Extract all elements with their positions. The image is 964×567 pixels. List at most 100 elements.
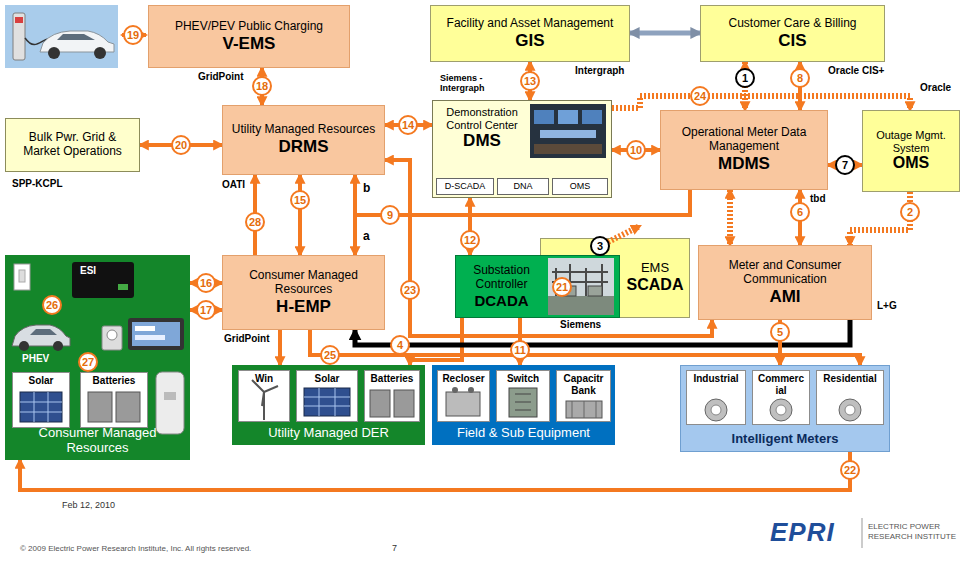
consumer-device-icons [156,372,184,434]
control-room-photo [530,104,606,158]
consumer-device-icons [88,392,112,422]
callout-number: 26 [42,295,62,315]
consumer-device-icons [135,335,165,340]
car-charging-picture [15,17,23,23]
meter-icons [711,405,721,415]
substation-photo [588,286,602,296]
callout-number: 24 [690,86,710,106]
callout-number: 1 [735,68,755,88]
device-box: Batteries [80,372,148,428]
callout-number: 14 [398,115,418,135]
node-label: Capacitr Bank [558,373,609,396]
node-label: Consumer Managed Resources [227,269,380,297]
node-label: Bulk Pwr. Grid & Market Operations [10,131,135,159]
node-label: Field & Sub Equipment [457,426,590,441]
system-box: Customer Care & BillingCIS [700,5,885,62]
system-box: Bulk Pwr. Grid & Market Operations [5,118,140,172]
control-room-photo [540,130,596,138]
callout-number: 25 [320,345,340,365]
system-acronym: SCADA [627,276,684,294]
node-label: Switch [507,373,539,385]
module-box: D-SCADA [436,178,494,195]
callout-number: 7 [835,155,855,175]
group-band: Utility Managed DER Win Solar Batteries [232,365,425,445]
device-box: Commerc ial [752,370,810,425]
substation-photo [548,296,614,315]
callout-number: 2 [900,202,920,222]
device-label: ESI [80,265,96,277]
system-acronym: V-EMS [223,34,276,54]
branch-letter: a [362,230,371,243]
scada-link-arrow [608,226,640,242]
module-box: DNA [497,178,549,195]
node-label: Solar [314,373,339,385]
callout-number: 6 [790,202,810,222]
node-label: Win [255,373,273,385]
node-label: Substation Controller [460,264,543,292]
car-charging-picture [5,5,118,68]
der-icons [252,380,414,420]
vendor-label: Oracle CIS+ [828,65,884,77]
system-acronym: DCADA [474,292,528,309]
callout-number: 16 [196,273,216,293]
system-box: Substation ControllerDCADA [455,255,620,318]
node-label: Facility and Asset Management [447,17,614,31]
meter-icons [705,399,727,421]
node-label: Intelligent Meters [732,432,839,447]
system-box: Utility Managed ResourcesDRMS [222,105,385,175]
car-charging-picture [13,13,25,60]
car-charging-picture [57,34,95,40]
consumer-device-icons [20,392,62,422]
logo-subtitle: ELECTRIC POWER RESEARCH INSTITUTE [868,522,960,542]
consumer-device-icons [12,262,184,434]
group-band: Field & Sub Equipment Recloser Switch Capac… [432,365,615,445]
system-box: Consumer Managed ResourcesH-EMP [222,255,385,330]
system-acronym: MDMS [718,154,770,174]
vendor-label: Intergraph [575,65,624,77]
car-charging-picture [5,5,118,68]
copyright-text: © 2009 Electric Power Research Institute… [20,544,251,553]
connector [298,175,302,255]
node-label: Demonstration Control Center [437,106,527,131]
device-box: Recloser [437,370,490,422]
field-equipment-icons [468,387,474,393]
callout-number: 23 [400,280,420,300]
device-box: Solar [296,370,358,422]
node-label: DNA [513,181,532,191]
consumer-device-icons [72,262,134,298]
der-icons [252,380,278,420]
system-acronym: DRMS [278,137,328,157]
meter-icons [705,399,861,421]
callout-number: 10 [626,140,646,160]
callout-number: 8 [790,68,810,88]
callout-number: 13 [520,71,540,91]
node-label: Consumer Managed Resources [8,426,187,456]
consumer-device-icons [132,322,180,346]
consumer-device-icons [107,330,117,340]
vendor-label: SPP-KCPL [12,178,63,190]
device-box: Win [238,370,290,422]
module-box: OMS [552,178,608,195]
meter-icons [770,399,792,421]
control-room-photo [534,144,602,154]
device-box: Batteries [364,370,420,422]
node-label: PHEV/PEV Public Charging [175,20,323,34]
field-equipment-icons [509,388,537,417]
consumer-device-icons [30,329,57,335]
consumer-device-icons [128,318,184,350]
der-icons [304,388,350,416]
vendor-label: Siemens [560,319,601,331]
car-charging-picture [94,47,106,59]
node-label: Batteries [371,373,414,385]
node-label: Industrial [693,373,738,385]
system-acronym: H-EMP [276,297,331,317]
der-icons [304,388,350,416]
callout-number: 3 [590,236,610,256]
callout-number: 9 [380,205,400,225]
vendor-label: Siemens - Intergraph [440,73,504,94]
node-label: Utility Managed DER [268,426,389,441]
vendor-label: L+G [877,300,897,312]
node-label: OMS [570,181,591,191]
node-label: EMS [641,261,669,276]
